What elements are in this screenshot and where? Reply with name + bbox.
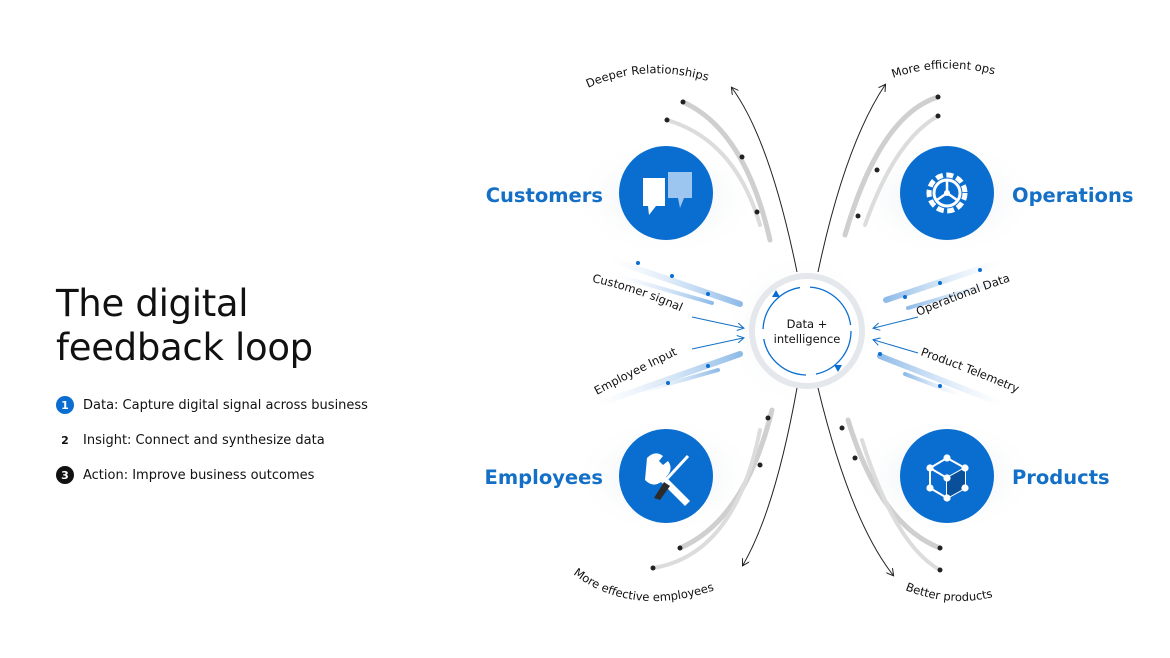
more-effective-employees-text: More effective employees (571, 565, 715, 604)
step-data: 1 Data: Capture digital signal across bu… (56, 396, 436, 414)
step-2-text: Insight: Connect and synthesize data (83, 432, 325, 448)
step-1-text: Data: Capture digital signal across busi… (83, 397, 368, 413)
hub: Data + intelligence (749, 273, 865, 389)
step-action: 3 Action: Improve business outcomes (56, 466, 436, 484)
product-telemetry-text: Product Telemetry (919, 345, 1022, 396)
steps-list: 1 Data: Capture digital signal across bu… (56, 396, 436, 484)
product-telemetry-label: Product Telemetry (919, 345, 1022, 396)
gear-icon (926, 172, 968, 214)
gray-streak-dots (650, 94, 943, 573)
more-effective-employees-label: More effective employees (571, 565, 715, 604)
title-line-2: feedback loop (56, 326, 313, 369)
operations-label: Operations (1012, 184, 1133, 207)
step-2-badge: 2 (61, 433, 69, 447)
blue-input-streaks (595, 257, 1006, 407)
deeper-relationships-label: Deeper Relationships (584, 62, 711, 91)
step-3-text: Action: Improve business outcomes (83, 467, 315, 483)
more-efficient-ops-text: More efficient ops (890, 57, 997, 80)
chat-bubbles-icon (643, 172, 692, 215)
products-label: Products (1012, 466, 1110, 489)
customers-label: Customers (486, 184, 603, 207)
blue-streak-dots (636, 261, 982, 388)
tools-icon (645, 453, 690, 506)
better-products-text: Better products (904, 580, 994, 604)
step-1-badge: 1 (56, 396, 74, 414)
deeper-relationships-text: Deeper Relationships (584, 62, 711, 91)
gray-streaks (651, 94, 943, 572)
customers-circle (619, 146, 713, 240)
outcome-arrows (732, 85, 893, 575)
better-products-label: Better products (904, 580, 994, 604)
hub-line-2: intelligence (774, 332, 841, 346)
operational-data-text: Operational Data (914, 271, 1012, 319)
title-line-1: The digital (56, 282, 249, 325)
more-efficient-ops-label: More efficient ops (890, 57, 997, 80)
input-arrows (691, 316, 919, 354)
employees-label: Employees (485, 466, 603, 489)
step-3-badge: 3 (56, 466, 74, 484)
left-panel: The digital feedback loop 1 Data: Captur… (56, 282, 436, 501)
hub-line-1: Data + (787, 317, 828, 331)
cube-icon (926, 454, 969, 502)
page-title: The digital feedback loop (56, 282, 436, 370)
operational-data-label: Operational Data (914, 271, 1012, 319)
step-insight: 2 Insight: Connect and synthesize data (56, 431, 436, 449)
